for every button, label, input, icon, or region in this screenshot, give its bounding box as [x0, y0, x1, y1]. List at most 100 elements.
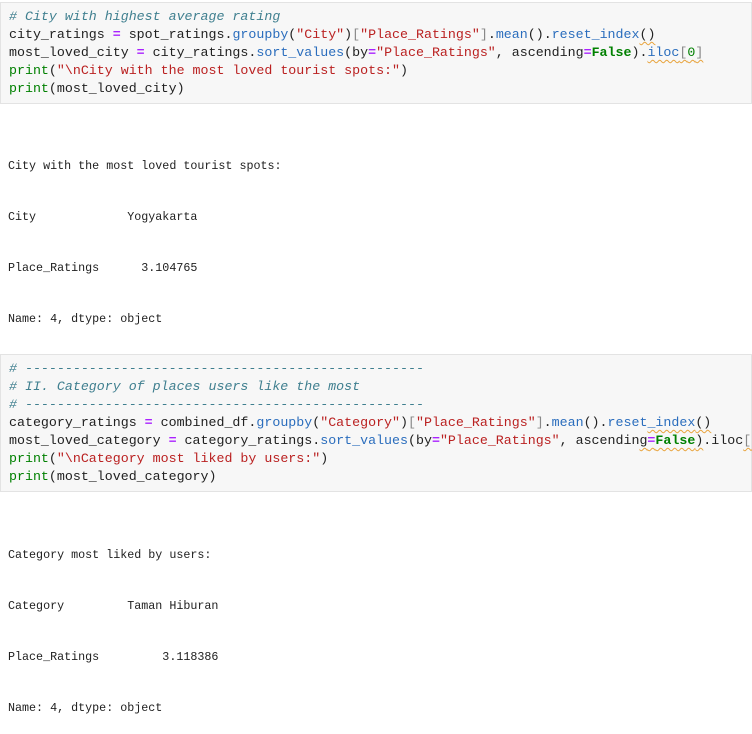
code-token: # II. Category of places users like the …: [9, 379, 361, 394]
code-token: combined_df.: [152, 415, 257, 430]
code-token: (by: [344, 45, 369, 60]
code-token: g: [639, 433, 648, 448]
output-line: City with the most loved tourist spots:: [8, 159, 282, 173]
output-line: Name: 4, dtype: object: [8, 312, 163, 326]
code-token: , ascending: [495, 45, 584, 60]
code-token: reset: [607, 415, 648, 430]
code-token: (by: [408, 433, 432, 448]
code-token: False: [591, 45, 632, 60]
code-token: ().: [583, 415, 608, 430]
code-token: ]: [535, 415, 544, 430]
code-token: ]: [695, 45, 704, 60]
code-token: =: [144, 415, 153, 430]
code-token: print: [9, 63, 49, 78]
output-line: Category most liked by users:: [8, 548, 212, 562]
code-line: # --------------------------------------…: [9, 360, 743, 378]
cell-output-2: Category most liked by users: Category T…: [0, 513, 752, 734]
code-token: (most_loved_category): [48, 469, 217, 484]
code-token: city_ratings: [9, 27, 113, 42]
code-token: groupby: [256, 415, 313, 430]
code-token: 0: [687, 45, 696, 60]
code-line: category_ratings = combined_df.groupby("…: [9, 414, 743, 432]
code-line: print(most_loved_city): [9, 80, 743, 98]
code-line: print(most_loved_category): [9, 468, 743, 486]
code-line: # --------------------------------------…: [9, 396, 743, 414]
output-line: Name: 4, dtype: object: [8, 701, 163, 715]
code-line: most_loved_category = category_ratings.s…: [9, 432, 752, 450]
code-token: # City with highest average rating: [9, 9, 281, 24]
code-token: , ascendin: [559, 433, 640, 448]
code-token: .: [543, 415, 552, 430]
code-token: "City": [296, 27, 345, 42]
code-token: city_ratings.: [144, 45, 257, 60]
code-token: most_loved_city: [9, 45, 137, 60]
output-line: Place_Ratings 3.104765: [8, 261, 198, 275]
code-line: print("\nCity with the most loved touris…: [9, 62, 743, 80]
code-line: most_loved_city = city_ratings.sort_valu…: [9, 44, 743, 62]
code-token: # --------------------------------------…: [9, 361, 424, 376]
code-token: .iloc: [703, 433, 744, 448]
code-token: _index: [647, 415, 696, 430]
code-token: "Place_Ratings": [376, 45, 496, 60]
code-token: [: [408, 415, 416, 430]
cell-output-1: City with the most loved tourist spots: …: [0, 124, 752, 345]
code-token: iloc: [647, 45, 680, 60]
code-token: ): [400, 415, 408, 430]
code-token: mean: [495, 27, 528, 42]
code-token: mean: [551, 415, 584, 430]
code-token: print: [9, 451, 49, 466]
code-token: =: [136, 45, 145, 60]
code-token: "Place_Ratings": [360, 27, 480, 42]
code-token: groupby: [232, 27, 289, 42]
output-line: Category Taman Hiburan: [8, 599, 219, 613]
code-token: ): [320, 451, 329, 466]
code-token: ): [695, 433, 704, 448]
code-token: =: [583, 45, 592, 60]
code-token: "\nCity with the most loved tourist spot…: [56, 63, 401, 78]
code-token: False: [655, 433, 696, 448]
code-token: [: [679, 45, 688, 60]
code-token: [: [743, 433, 752, 448]
code-token: "Place_Ratings": [439, 433, 560, 448]
code-token: ]: [479, 27, 488, 42]
code-line: # II. Category of places users like the …: [9, 378, 743, 396]
code-token: sort_values: [320, 433, 408, 448]
code-token: category_ratings.: [176, 433, 321, 448]
code-token: print: [9, 81, 49, 96]
code-line: print("\nCategory most liked by users:"): [9, 450, 743, 468]
code-token: spot_ratings.: [120, 27, 233, 42]
code-token: =: [647, 433, 656, 448]
code-token: "Place_Ratings": [415, 415, 536, 430]
code-line: city_ratings = spot_ratings.groupby("Cit…: [9, 26, 743, 44]
code-token: =: [168, 433, 177, 448]
code-token: (most_loved_city): [48, 81, 185, 96]
code-token: =: [368, 45, 377, 60]
code-token: "Category": [320, 415, 401, 430]
code-token: print: [9, 469, 49, 484]
code-token: .: [487, 27, 496, 42]
code-token: (): [695, 415, 712, 430]
output-line: Place_Ratings 3.118386: [8, 650, 219, 664]
code-token: =: [431, 433, 440, 448]
code-line: # City with highest average rating: [9, 8, 743, 26]
code-token: (: [48, 451, 57, 466]
code-token: (: [48, 63, 57, 78]
code-token: most_loved_category: [9, 433, 169, 448]
code-cell-1[interactable]: # City with highest average rating city_r…: [0, 2, 752, 104]
code-token: ).: [631, 45, 648, 60]
code-token: "\nCategory most liked by users:": [56, 451, 321, 466]
code-token: ): [344, 27, 353, 42]
code-editor[interactable]: # --------------------------------------…: [1, 355, 752, 491]
code-token: category_ratings: [9, 415, 145, 430]
code-token: (: [312, 415, 321, 430]
code-token: (): [639, 27, 656, 42]
code-token: # --------------------------------------…: [9, 397, 424, 412]
code-token: =: [112, 27, 121, 42]
code-editor[interactable]: # City with highest average rating city_r…: [1, 3, 751, 103]
code-token: reset_index: [551, 27, 640, 42]
code-token: ): [400, 63, 408, 78]
code-token: sort_values: [256, 45, 345, 60]
output-line: City Yogyakarta: [8, 210, 198, 224]
code-cell-2[interactable]: # --------------------------------------…: [0, 354, 752, 492]
code-token: [: [352, 27, 361, 42]
